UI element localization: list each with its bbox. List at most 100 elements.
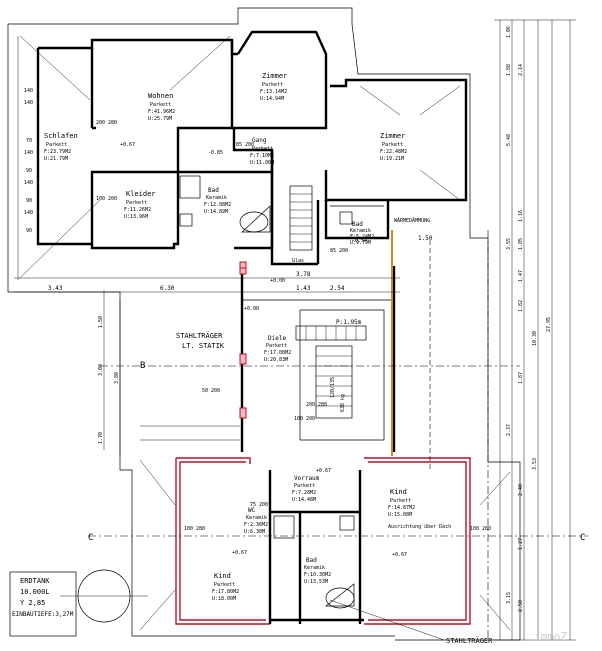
svg-text:F:23.79M2: F:23.79M2: [44, 149, 71, 155]
title-block-line2: 10.000L: [20, 588, 50, 596]
dim-top-4: 2.54: [330, 285, 345, 292]
room-bad-small: Bad Keramik F:5.24M2 U:9.79M: [350, 221, 374, 246]
svg-text:Parkett: Parkett: [382, 142, 403, 148]
dim-right-10: 27.95: [546, 317, 552, 332]
svg-text:F:10.30M2: F:10.30M2: [304, 572, 331, 578]
svg-text:U:18.00M: U:18.00M: [212, 596, 236, 602]
dim-top-5: 1.50: [418, 235, 433, 242]
stair-upper: [289, 185, 313, 251]
dim-right-4: 1.16: [518, 210, 524, 222]
svg-text:Bad: Bad: [208, 187, 219, 194]
svg-text:F:17.80M2: F:17.80M2: [212, 589, 239, 595]
svg-text:Parkett: Parkett: [294, 483, 315, 489]
lower-wing-walls: [175, 457, 471, 625]
title-block-frame: [9, 571, 77, 637]
dim-left-11: 3.80: [114, 372, 120, 384]
room-vorraum: Vorraum Parkett F:7.28M2 U:14.48M: [292, 475, 320, 503]
section-lines: [88, 230, 588, 640]
room-wohnen: Wohnen Parkett F:41.96M2 U:25.79M: [148, 92, 175, 122]
svg-text:WC: WC: [248, 507, 256, 514]
elevation-0: +0.67: [120, 142, 135, 148]
elevation-6: +0.67: [316, 468, 331, 474]
svg-text:Parkett: Parkett: [262, 82, 283, 88]
dim-left-2: 70: [26, 138, 32, 144]
elevation-7: +0.67: [392, 552, 407, 558]
elevation-5: +0.67: [232, 550, 247, 556]
dim-right-11: 10.30: [532, 331, 538, 346]
svg-text:U:14.94M: U:14.94M: [260, 96, 284, 102]
upper-wing-walls: [36, 30, 468, 266]
svg-text:U:21.79M: U:21.79M: [44, 156, 68, 162]
svg-text:Kleider: Kleider: [126, 190, 156, 198]
svg-text:Zimmer: Zimmer: [262, 72, 287, 80]
svg-text:F:41.96M2: F:41.96M2: [148, 109, 175, 115]
svg-text:Diele: Diele: [268, 335, 286, 342]
annotation-stahltraeger: STAHLTRÄGER: [176, 331, 223, 340]
dim-right-15: 1.27: [518, 538, 524, 550]
room-wc: WC Keramik F:2.36M2 U:6.38M: [244, 507, 268, 535]
svg-text:F:2.36M2: F:2.36M2: [244, 522, 268, 528]
room-kind-1: Kind Parkett F:17.80M2 U:18.00M: [212, 572, 239, 602]
room-bad-bottom: Bad Keramik F:10.30M2 U:13.53M: [304, 557, 331, 585]
elevation-2: +0.00: [270, 278, 285, 284]
svg-text:Wohnen: Wohnen: [148, 92, 173, 100]
title-block-line4: EINBAUTIEFE:3,27M: [12, 611, 74, 618]
annotation-ausrichtung: Ausrichtung über Dach: [388, 524, 451, 530]
dim-left-6: 90: [26, 198, 32, 204]
dim-right-2: 2.14: [518, 64, 524, 76]
elevation-4: -0.54: [352, 238, 367, 244]
svg-text:Keramik: Keramik: [206, 195, 227, 201]
elevation-3: +0.00: [244, 306, 259, 312]
annotation-glas: Glas: [292, 258, 304, 264]
svg-text:F:5.24M2: F:5.24M2: [350, 234, 374, 240]
dim-left-10: 3.00: [98, 364, 104, 376]
dim-left-4: 90: [26, 168, 32, 174]
dim-right-3: 5.48: [506, 134, 512, 146]
opening-3: 100 280: [184, 526, 205, 532]
svg-text:Parkett: Parkett: [252, 146, 273, 152]
dim-right-9: 1.87: [518, 372, 524, 384]
svg-text:Vorraum: Vorraum: [294, 475, 320, 482]
svg-text:F:17.08M2: F:17.08M2: [264, 350, 291, 356]
svg-text:U:13.53M: U:13.53M: [304, 579, 328, 585]
svg-text:Parkett: Parkett: [126, 200, 147, 206]
dim-top-1: 6.30: [160, 285, 175, 292]
opening-5: 50 200: [202, 388, 220, 394]
svg-text:U:14.89M: U:14.89M: [204, 209, 228, 215]
opening-7: 100 280: [470, 526, 491, 532]
steel-beams: [239, 230, 393, 456]
svg-text:U:20.83M: U:20.83M: [264, 357, 288, 363]
dim-right-0: 1.06: [506, 26, 512, 38]
annotation-stahltraeger-bottom: STAHLTRÄGER: [446, 636, 493, 645]
svg-text:F:13.14M2: F:13.14M2: [260, 89, 287, 95]
svg-text:U:6.38M: U:6.38M: [244, 529, 265, 535]
svg-text:U:11.06M: U:11.06M: [250, 160, 274, 166]
svg-text:U:9.79M: U:9.79M: [350, 240, 371, 246]
svg-text:Gang: Gang: [252, 137, 267, 144]
section-marker-c-right: C: [580, 533, 585, 543]
svg-text:Keramik: Keramik: [304, 565, 325, 571]
roof-outline: [7, 7, 521, 641]
dim-right-1: 1.88: [506, 64, 512, 76]
svg-text:F:11.26M2: F:11.26M2: [124, 207, 151, 213]
svg-text:Zimmer: Zimmer: [380, 132, 405, 140]
svg-text:Parkett: Parkett: [214, 582, 235, 588]
annotation-lt-statik: LT. STATIK: [182, 342, 225, 350]
svg-text:Keramik: Keramik: [350, 228, 371, 234]
dim-left-1: 140: [24, 100, 33, 106]
svg-text:Bad: Bad: [306, 557, 317, 564]
room-bad-top: Bad Keramik F:12.08M2 U:14.89M: [204, 187, 231, 215]
opening-4: 85 200: [236, 142, 254, 148]
svg-text:Parkett: Parkett: [150, 102, 171, 108]
dim-right-6: 3.55: [506, 238, 512, 250]
dim-top-3: 1.43: [296, 285, 311, 292]
annotation-stair-size: 120/135: [330, 377, 336, 398]
dim-right-17: 3.15: [506, 592, 512, 604]
room-kind-2: Kind Parkett F:14.87M2 U:15.08M: [388, 488, 415, 518]
dim-right-7: 1.47: [518, 270, 524, 282]
title-block-line1: ERDTANK: [20, 577, 50, 585]
dimension-chains: [14, 19, 576, 641]
svg-text:F:14.87M2: F:14.87M2: [388, 505, 415, 511]
svg-text:U:13.96M: U:13.96M: [124, 214, 148, 220]
